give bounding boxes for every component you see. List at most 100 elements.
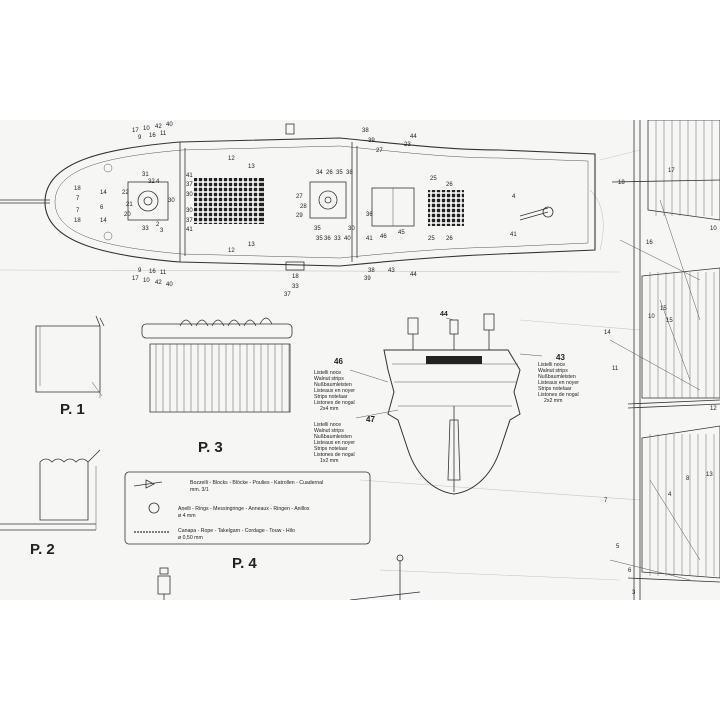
deck-num: 28 <box>300 204 307 210</box>
deck-num: 39 <box>368 138 375 144</box>
main-grating <box>194 178 264 224</box>
stern-left-note: Listeaux en noyer <box>314 388 355 394</box>
deck-num: 40 <box>344 236 351 242</box>
deck-num: 18 <box>292 274 299 280</box>
deck-num: 17 <box>132 276 139 282</box>
deck-num: 35 <box>336 170 343 176</box>
detail-p4-legend: Bozzelli - Blocks - Blöcke - Poulies - K… <box>124 471 371 572</box>
sail-num: 18 <box>618 180 625 186</box>
stern-bottom-note: 1x2 mm <box>320 458 338 464</box>
legend-rope-size: ø 0,50 mm <box>178 535 203 541</box>
deck-num: 12 <box>228 156 235 162</box>
detail-p3-label: P. 3 <box>198 439 223 456</box>
deck-num: 4 <box>156 179 160 185</box>
deck-num: 9 <box>138 268 142 274</box>
deck-num: 10 <box>143 278 150 284</box>
stern-num-right: 43 <box>556 353 565 362</box>
sail-num: 12 <box>710 406 717 412</box>
sail-num: 14 <box>604 330 611 336</box>
stern-lantern-right <box>483 313 495 331</box>
legend-rings-text: Anelli - Rings - Messingringe - Anneaux … <box>178 506 310 512</box>
sail-num: 15 <box>660 306 667 312</box>
legend-box <box>124 471 371 545</box>
deck-num: 40 <box>166 122 173 128</box>
fore-capstan <box>127 181 169 221</box>
deck-num: 32 <box>148 179 155 185</box>
stern-right-note: 2x2 mm <box>544 398 562 404</box>
sail-plan: 18 17 16 10 14 11 10 15 15 12 4 5 6 3 7 … <box>604 120 720 600</box>
deck-num: 30 <box>348 226 355 232</box>
stern-lantern-left <box>407 317 419 335</box>
deck-num: 30 <box>186 192 193 198</box>
deck-num: 10 <box>143 126 150 132</box>
deck-num: 38 <box>362 128 369 134</box>
bottom-partial-drawings <box>157 554 421 600</box>
stern-left-note: Strips notelaar <box>314 394 348 400</box>
deck-num: 14 <box>100 218 107 224</box>
deck-num: 4 <box>512 194 516 200</box>
background-faint-lines <box>0 149 641 581</box>
deck-num: 11 <box>160 131 167 137</box>
deck-num: 26 <box>446 182 453 188</box>
legend-rope-text: Canapa - Rope - Takelgarn - Cordage - To… <box>178 528 295 534</box>
detail-p1: P. 1 <box>35 315 105 418</box>
deck-num: 41 <box>186 227 193 233</box>
stern-num-bottom: 47 <box>366 415 375 424</box>
stern-bottom-note: Listones de nogal <box>314 452 355 458</box>
deck-num: 25 <box>430 176 437 182</box>
deck-num: 44 <box>410 134 417 140</box>
deck-num: 13 <box>248 164 255 170</box>
mast-base-marker <box>285 261 305 271</box>
deck-num: 14 <box>100 190 107 196</box>
deck-num: 35 <box>316 236 323 242</box>
sail-num: 16 <box>646 240 653 246</box>
lower-sail <box>641 425 720 579</box>
deck-num: 33 <box>334 236 341 242</box>
ship-plan-drawing: 17 10 42 40 9 16 11 9 16 11 17 10 42 40 … <box>0 120 720 600</box>
sail-num: 3 <box>632 590 636 596</box>
deck-num: 27 <box>296 194 303 200</box>
deck-num: 18 <box>74 186 81 192</box>
deck-num: 2 <box>156 222 160 228</box>
deck-plan-numbers: 17 10 42 40 9 16 11 9 16 11 17 10 42 40 … <box>74 122 517 298</box>
deck-num: 33 <box>142 226 149 232</box>
sail-num: 10 <box>710 226 717 232</box>
deck-num: 29 <box>296 213 303 219</box>
deck-num: 23 <box>404 142 411 148</box>
deck-num: 13 <box>248 242 255 248</box>
stern-num-left: 46 <box>334 357 343 366</box>
sail-num: 15 <box>666 318 673 324</box>
middle-sail <box>641 267 720 399</box>
deck-num: 17 <box>132 128 139 134</box>
sail-num: 13 <box>706 472 713 478</box>
aft-capstan <box>309 181 347 219</box>
stern-left-note: Nußbaumleisten <box>314 382 352 388</box>
deck-num: 42 <box>155 280 162 286</box>
sail-num: 11 <box>612 366 619 372</box>
deck-num: 3 <box>160 228 164 234</box>
p3-yard <box>141 323 293 339</box>
deck-num: 16 <box>149 133 156 139</box>
deck-num: 26 <box>326 170 333 176</box>
legend-rings-size: ø 4 mm <box>178 513 196 519</box>
deck-num: 7 <box>76 208 80 214</box>
deck-num: 21 <box>126 202 133 208</box>
deck-num: 26 <box>446 236 453 242</box>
deck-num: 38 <box>368 268 375 274</box>
detail-p2: P. 2 <box>0 449 101 558</box>
legend-blocks-size: mm. 3/1 <box>190 487 209 493</box>
sail-num: 7 <box>604 498 608 504</box>
stern-left-note: 2x4 mm <box>320 406 338 412</box>
deck-num: 9 <box>138 135 142 141</box>
deck-num: 16 <box>149 269 156 275</box>
deck-num: 34 <box>316 170 323 176</box>
tiller-post <box>542 206 554 218</box>
deck-num: 41 <box>366 236 373 242</box>
stern-bottom-note: Listelli noce <box>314 422 341 428</box>
deck-num: 35 <box>314 226 321 232</box>
deck-num: 40 <box>166 282 173 288</box>
stern-bottom-note: Walnut strips <box>314 428 344 434</box>
stern-left-note: Listelli noce <box>314 370 341 376</box>
stern-windows <box>426 356 482 364</box>
deck-hull-outline <box>44 137 596 267</box>
